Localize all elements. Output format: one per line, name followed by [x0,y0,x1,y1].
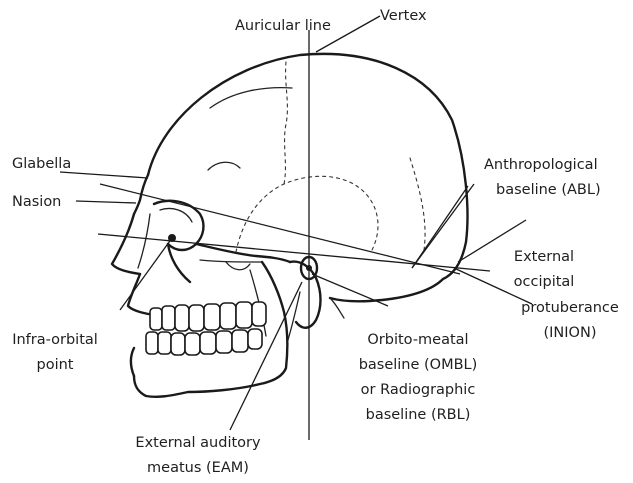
label-inion-line2: occipital [514,274,575,290]
label-eam-line1: External auditory [135,435,261,451]
zygomatic-arch [196,244,290,262]
label-inion-line3: protuberance [521,300,619,316]
label-abl-line1: Anthropological [484,157,598,173]
label-ombl-line3: or Radiographic [361,382,476,398]
label-ombl-line2: baseline (OMBL) [359,357,478,373]
label-abl-line2: baseline (ABL) [496,182,601,198]
upper-teeth [150,302,266,331]
label-ombl-line4: baseline (RBL) [366,407,471,423]
temporal-line [210,88,292,108]
label-vertex: Vertex [380,8,427,24]
label-ombl-line1: Orbito-meatal [367,332,468,348]
lower-teeth [146,329,262,355]
label-auricular-line: Auricular line [235,18,331,34]
eam-dot [306,265,312,271]
infra-orbital-leader [120,238,172,310]
label-glabella: Glabella [12,156,71,172]
label-infra-orbital-line2: point [37,357,74,373]
glabella-leader [60,172,148,178]
label-inion-line1: External [514,249,574,265]
label-eam-line2: meatus (EAM) [147,460,249,476]
label-infra-orbital-line1: Infra-orbital [12,332,98,348]
mandible-notch [226,262,250,270]
nasion-leader [76,201,136,203]
label-inion-line4: (INION) [544,325,597,341]
nasal-aperture [138,214,150,268]
orbit-inner [160,209,192,223]
lambdoid-suture [410,158,425,250]
labels: Auricular line Vertex Glabella Nasion An… [12,8,619,476]
anthropological-baseline [100,184,460,274]
coronal-suture [284,62,287,184]
label-nasion: Nasion [12,194,61,210]
sphenoid-mark [208,162,240,170]
chin [131,348,134,376]
squamosal-suture [236,176,378,252]
abl-leader [412,184,474,268]
nasal-outline [112,214,140,274]
zygomatic-lower [200,260,262,262]
